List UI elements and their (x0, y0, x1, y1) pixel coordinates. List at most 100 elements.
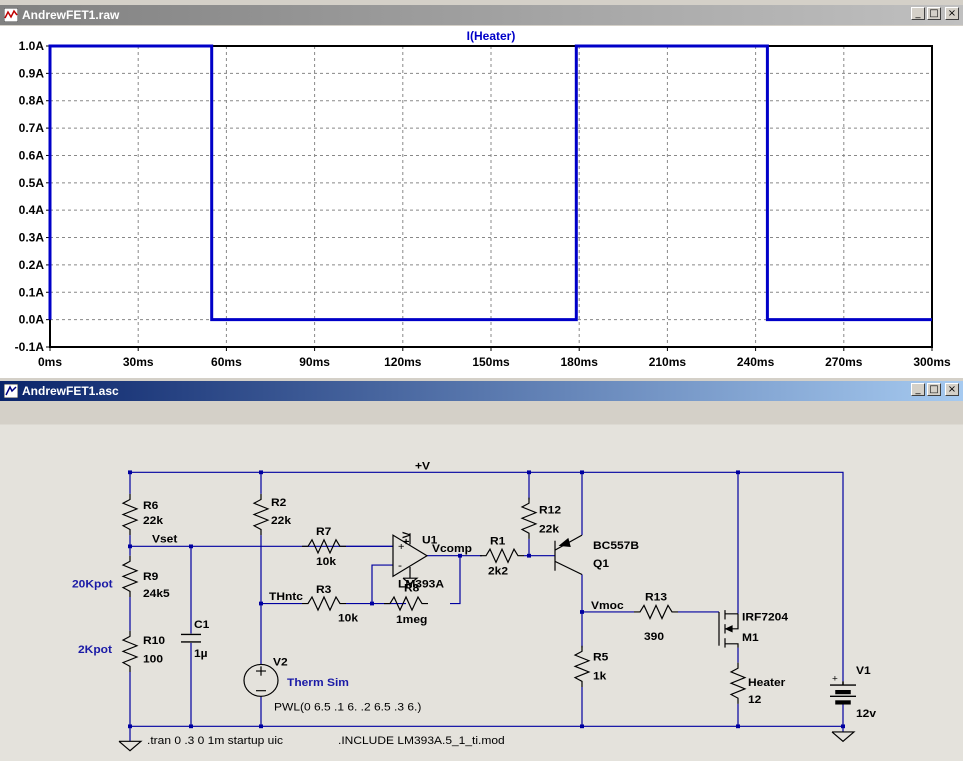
m1-model: IRF7204 (742, 611, 789, 624)
r6-value: 22k (143, 514, 164, 527)
v2-value: Therm Sim (287, 676, 349, 689)
r12-name: R12 (539, 504, 561, 517)
y-tick-label: 0.6A (19, 148, 45, 162)
x-tick-label: 90ms (299, 355, 330, 369)
waveform-close-button[interactable]: × (945, 7, 959, 20)
net-label-vplus: +V (415, 460, 430, 473)
wires (129, 471, 844, 742)
x-tick-label: 30ms (123, 355, 154, 369)
note-20kpot: 20Kpot (72, 578, 113, 591)
opamp-plus-sign: + (398, 541, 404, 553)
r9-value: 24k5 (143, 587, 170, 600)
y-tick-label: 0.4A (19, 203, 45, 217)
v1-value: 12v (856, 707, 877, 720)
junctions (128, 470, 845, 729)
r10-name: R10 (143, 634, 165, 647)
waveform-maximize-button[interactable]: □ (927, 7, 941, 20)
capacitor-c1[interactable] (181, 633, 201, 643)
r1-value: 2k2 (488, 565, 508, 578)
schematic-canvas[interactable]: + - +V + (0, 402, 963, 761)
y-tick-label: 0.0A (19, 313, 45, 327)
schematic-maximize-button[interactable]: □ (927, 383, 941, 396)
y-tick-label: -0.1A (15, 340, 45, 354)
r10-value: 100 (143, 653, 163, 666)
directive-tran[interactable]: .tran 0 .3 0 1m startup uic (147, 734, 283, 747)
v2-name: V2 (273, 656, 288, 669)
x-axis-ticks: 0ms 30ms 60ms 90ms 120ms 150ms 180ms 210ms 240ms… (38, 347, 951, 369)
schematic-background (0, 424, 963, 761)
y-tick-label: 0.3A (19, 231, 45, 245)
u1-model: LM393A (398, 578, 445, 591)
r3-name: R3 (316, 584, 332, 597)
heater-name: Heater (748, 676, 786, 689)
y-tick-label: 0.9A (19, 66, 45, 80)
waveform-minimize-button[interactable]: _ (911, 7, 925, 20)
schematic-titlebar[interactable]: AndrewFET1.asc _ □ × (0, 381, 963, 401)
note-2kpot: 2Kpot (78, 644, 112, 657)
x-tick-label: 270ms (825, 355, 863, 369)
schematic-window-title: AndrewFET1.asc (22, 384, 119, 398)
x-tick-label: 150ms (472, 355, 510, 369)
battery-plus-sign: + (832, 674, 838, 685)
r5-value: 1k (593, 670, 607, 683)
x-tick-label: 180ms (561, 355, 599, 369)
v2-pwl: PWL(0 6.5 .1 6. .2 6.5 .3 6.) (274, 701, 421, 714)
schematic-minimize-button[interactable]: _ (911, 383, 925, 396)
x-tick-label: 60ms (211, 355, 242, 369)
c1-name: C1 (194, 618, 210, 631)
y-tick-label: 0.2A (19, 258, 45, 272)
waveform-window-title: AndrewFET1.raw (22, 8, 120, 22)
schematic-close-button[interactable]: × (945, 383, 959, 396)
q1-name: Q1 (593, 557, 610, 570)
r7-value: 10k (316, 555, 337, 568)
r2-name: R2 (271, 496, 286, 509)
transistor-q1[interactable] (554, 534, 583, 575)
waveform-titlebar[interactable]: AndrewFET1.raw _ □ × (0, 5, 963, 25)
u1-name: U1 (422, 534, 438, 547)
x-tick-label: 240ms (737, 355, 775, 369)
r5-name: R5 (593, 651, 609, 664)
mosfet-m1[interactable] (718, 610, 739, 648)
m1-name: M1 (742, 631, 759, 644)
r13-value: 390 (644, 630, 664, 643)
ground-icon (118, 731, 856, 752)
opamp-minus-sign: - (398, 559, 402, 572)
battery-v1[interactable] (830, 681, 856, 705)
c1-value: 1µ (194, 647, 208, 660)
x-tick-label: 0ms (38, 355, 62, 369)
y-tick-label: 0.5A (19, 176, 45, 190)
r12-value: 22k (539, 523, 560, 536)
heater-value: 12 (748, 693, 761, 706)
q1-model: BC557B (593, 539, 639, 552)
schematic-app-icon (3, 383, 19, 399)
waveform-plot[interactable]: 1.0A0.9A0.8A0.7A0.6A0.5A0.4A0.3A0.2A0.1A… (0, 26, 963, 378)
y-axis-ticks: 1.0A0.9A0.8A0.7A0.6A0.5A0.4A0.3A0.2A0.1A… (15, 39, 50, 354)
plot-background (0, 26, 963, 378)
net-label-thntc: THntc (269, 590, 304, 603)
directive-include[interactable]: .INCLUDE LM393A.5_1_ti.mod (338, 734, 505, 747)
r1-name: R1 (490, 535, 506, 548)
x-tick-label: 120ms (384, 355, 422, 369)
voltage-source-v2[interactable] (243, 663, 279, 697)
opamp-u1[interactable] (392, 533, 429, 585)
r3-value: 10k (338, 612, 359, 625)
trace-i-heater (48, 44, 932, 322)
x-tick-label: 210ms (649, 355, 687, 369)
r6-name: R6 (143, 499, 159, 512)
y-tick-label: 0.7A (19, 121, 45, 135)
r8-name: R8 (404, 582, 420, 595)
net-label-vset: Vset (152, 533, 177, 546)
trace-label[interactable]: I(Heater) (467, 29, 516, 43)
y-tick-label: 0.1A (19, 285, 45, 299)
schematic-window: AndrewFET1.asc _ □ × (0, 378, 963, 761)
r8-value: 1meg (396, 614, 427, 627)
r9-name: R9 (143, 570, 159, 583)
net-label-vmoc: Vmoc (591, 599, 624, 612)
r13-name: R13 (645, 591, 668, 604)
r2-value: 22k (271, 514, 292, 527)
y-tick-label: 0.8A (19, 94, 45, 108)
r7-name: R7 (316, 525, 331, 538)
waveform-app-icon (3, 7, 19, 23)
x-tick-label: 300ms (913, 355, 951, 369)
